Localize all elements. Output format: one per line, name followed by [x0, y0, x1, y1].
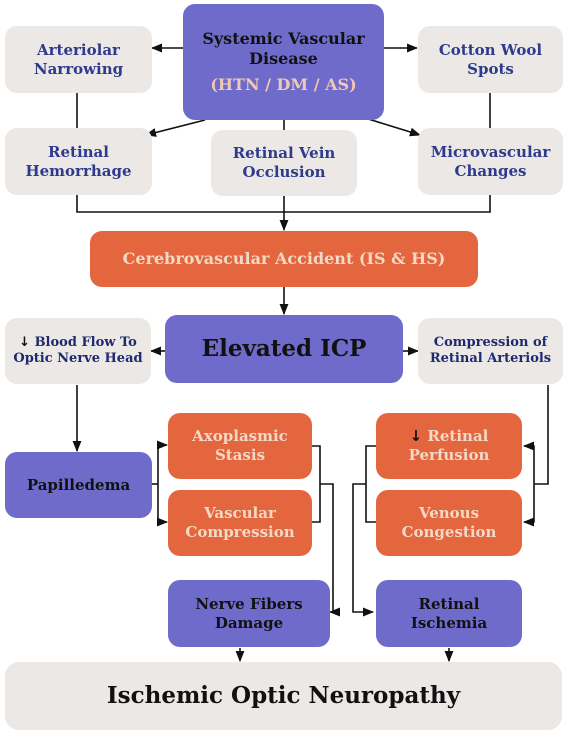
arrow-papilledema-to-vascular: [156, 484, 169, 527]
retinal-ischemia-box: Retinal Ischemia: [376, 580, 522, 647]
microvascular-line1: Microvascular: [430, 142, 551, 161]
systemic-subtitle: (HTN / DM / AS): [210, 75, 357, 94]
microvascular-changes-box: Microvascular Changes: [418, 128, 563, 195]
axoplasmic-line2: Stasis: [214, 446, 266, 464]
ischemic-optic-neuropathy-box: Ischemic Optic Neuropathy: [5, 662, 562, 730]
cotton-wool-spots-box: Cotton Wool Spots: [418, 26, 563, 93]
venous-congestion-box: Venous Congestion: [376, 490, 522, 556]
systemic-vascular-disease-box: Systemic Vascular Disease (HTN / DM / AS…: [183, 4, 384, 120]
down-arrow-icon: ↓: [409, 427, 423, 446]
arrow-systemic-to-microvascular: [364, 117, 422, 137]
systemic-title-line1: Systemic Vascular: [202, 29, 365, 48]
arrow-papilledema-to-axoplasmic: [156, 440, 169, 484]
vascular-line2: Compression: [185, 523, 295, 541]
blood-flow-optic-nerve-box: ↓ Blood Flow To Optic Nerve Head: [5, 318, 151, 384]
bloodflow-line1-row: ↓ Blood Flow To: [19, 335, 137, 351]
arteriolar-line1: Arteriolar: [37, 40, 120, 59]
vascular-compression-box: Vascular Compression: [168, 490, 312, 556]
axoplasmic-line1: Axoplasmic: [192, 427, 288, 446]
microvascular-line2: Changes: [454, 161, 527, 180]
nerve-fibers-damage-box: Nerve Fibers Damage: [168, 580, 330, 647]
arteriolar-line2: Narrowing: [33, 59, 124, 78]
down-arrow-icon: ↓: [19, 334, 31, 350]
nerve-line2: Damage: [214, 613, 284, 632]
perfusion-line1: Retinal: [427, 427, 489, 446]
arrow-to-nerve-fibers: [320, 483, 341, 617]
axoplasmic-stasis-box: Axoplasmic Stasis: [168, 413, 312, 479]
venous-line2: Congestion: [401, 523, 497, 541]
retinal-hemorrhage-box: Retinal Hemorrhage: [5, 128, 152, 195]
bloodflow-line2: Optic Nerve Head: [13, 351, 143, 366]
ischemia-line2: Ischemia: [410, 613, 488, 632]
compression-line2: Retinal Arteriols: [429, 351, 552, 366]
hemorrhage-line2: Hemorrhage: [25, 161, 132, 180]
arrow-to-ischemia: [352, 483, 375, 617]
line-compression-down: [534, 385, 549, 485]
bloodflow-line1: Blood Flow To: [34, 334, 137, 350]
arrow-compression-to-perfusion: [522, 441, 535, 484]
nerve-line1: Nerve Fibers: [195, 594, 303, 613]
cotton-line2: Spots: [467, 59, 514, 78]
ischemia-line1: Retinal: [418, 594, 480, 613]
cotton-line1: Cotton Wool: [438, 40, 543, 59]
systemic-title-line2: Disease: [249, 49, 318, 68]
vein-line2: Occlusion: [242, 163, 326, 181]
vascular-line1: Vascular: [204, 504, 276, 523]
venous-line1: Venous: [418, 504, 480, 523]
papilledema-box: Papilledema: [5, 452, 152, 518]
vein-line1: Retinal Vein: [232, 144, 336, 163]
arrow-compression-to-venous: [522, 484, 535, 527]
hemorrhage-line1: Retinal: [48, 142, 109, 161]
perfusion-line1-row: ↓ Retinal: [410, 427, 489, 446]
retinal-vein-occlusion-box: Retinal Vein Occlusion: [211, 130, 357, 196]
arrow-systemic-to-hemorrhage: [144, 119, 206, 137]
compression-line1: Compression of: [433, 334, 548, 350]
icp-label: Elevated ICP: [201, 334, 367, 362]
papilledema-label: Papilledema: [26, 475, 131, 494]
ion-label: Ischemic Optic Neuropathy: [106, 681, 461, 709]
perfusion-line2: Perfusion: [408, 446, 490, 464]
retinal-perfusion-box: ↓ Retinal Perfusion: [376, 413, 522, 479]
compression-retinal-arteriols-box: Compression of Retinal Arteriols: [418, 318, 563, 384]
elevated-icp-box: Elevated ICP: [165, 315, 403, 383]
arteriolar-narrowing-box: Arteriolar Narrowing: [5, 26, 152, 93]
line-axoplasmic-out: [312, 445, 321, 523]
cva-label: Cerebrovascular Accident (IS & HS): [122, 249, 446, 268]
line-perfusion-out: [365, 445, 376, 523]
cerebrovascular-accident-box: Cerebrovascular Accident (IS & HS): [90, 231, 478, 287]
